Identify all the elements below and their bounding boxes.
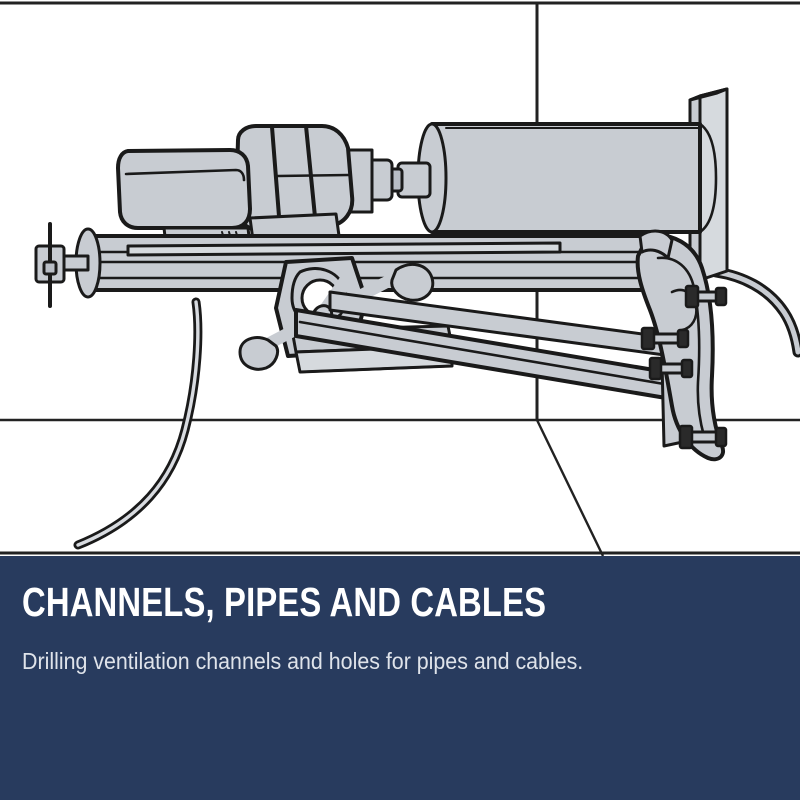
caption-subtitle: Drilling ventilation channels and holes … [22,648,584,674]
illustration-panel: .ol { fill:none; stroke:#1a1a1a; stroke-… [0,0,800,556]
base-hook [638,229,674,260]
rail-end-screw [34,222,90,308]
crank-knob-lower [238,336,280,371]
anchor-bolt-3 [648,356,694,381]
core-drill-illustration: .ol { fill:none; stroke:#1a1a1a; stroke-… [0,0,800,556]
guide-rail [74,227,666,299]
anchor-bolt-2 [640,326,690,351]
room-floor-corner-line [535,419,605,556]
caption-title: CHANNELS, PIPES AND CABLES [22,579,547,625]
drill-chuck [362,158,432,202]
anchor-bolt-1 [684,284,728,309]
power-cable [73,297,203,550]
water-hose [710,266,800,358]
core-bit-barrel [416,122,718,234]
drill-motor-body [234,124,355,233]
caption-panel: CHANNELS, PIPES AND CABLES Drilling vent… [0,556,800,800]
drill-motor-handle [116,148,252,230]
guide-rail-rack [126,241,562,257]
anchor-bolt-4 [678,424,728,450]
crank-knob-upper [390,262,435,302]
anchor-bolts [640,284,728,450]
